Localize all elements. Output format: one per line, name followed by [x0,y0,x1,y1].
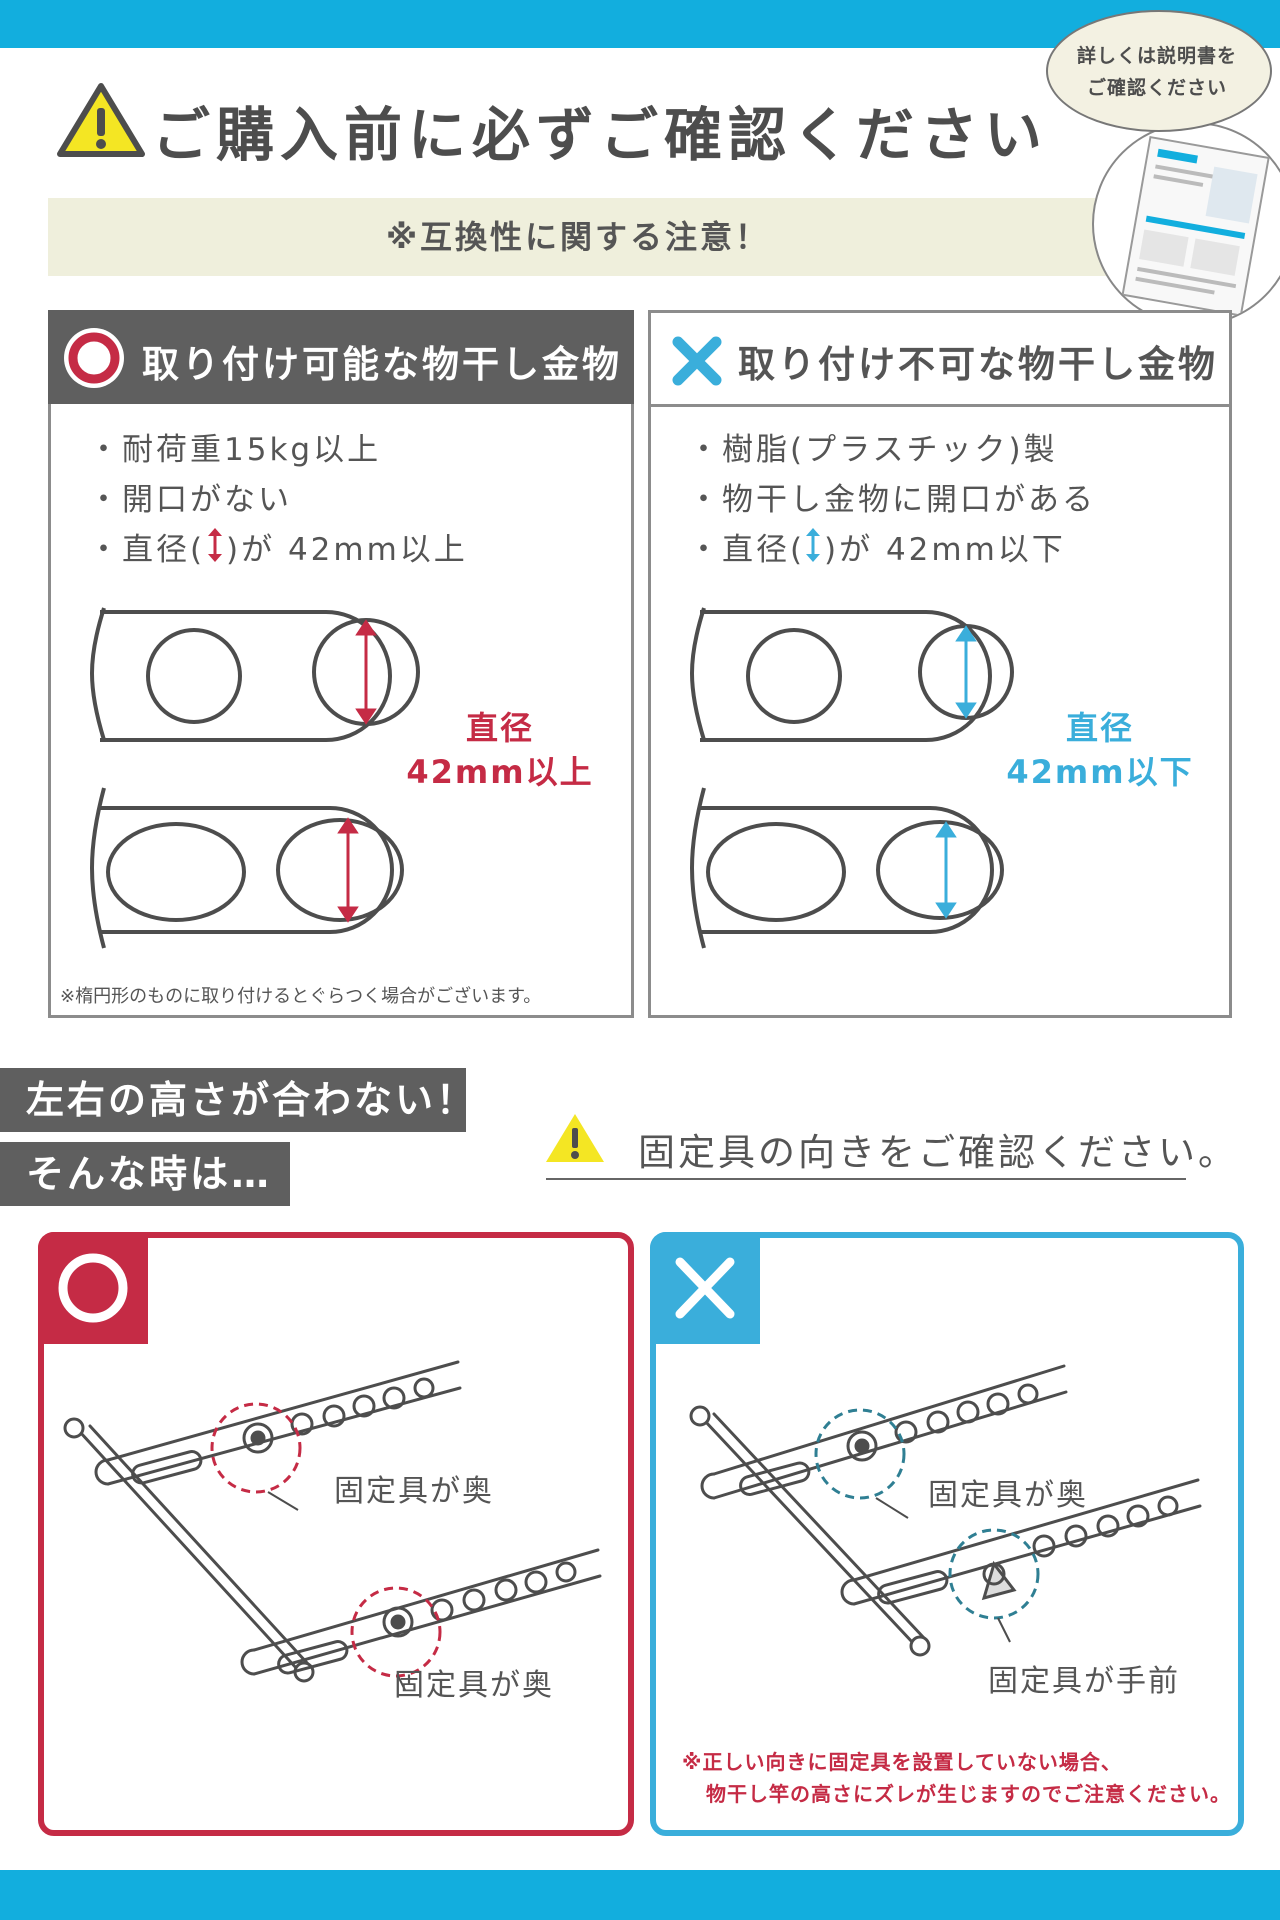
ok-circle-icon [58,1253,128,1323]
ok-pole-illustration [63,1360,602,1690]
orientation-underline [546,1178,1186,1180]
manual-thumbnail [1092,122,1280,326]
ng-bullet-diameter-suffix: )が 42mm以下 [824,532,1066,568]
page-title: ご購入前に必ずご確認ください [152,101,1049,169]
ok-callout-top: 固定具が奥 [334,1474,494,1509]
warning-icon [546,1114,604,1162]
ng-card-title: 取り付け不可な物干し金物 [738,343,1218,386]
such-time-tag: そんな時は… [0,1142,290,1206]
ok-card-title: 取り付け可能な物干し金物 [142,343,622,386]
ng-bullet-resin: ・樹脂(プラスチック)製 [688,432,1058,468]
warning-icon [57,83,145,157]
ng-bullet-diameter-prefix: ・直径( [688,532,806,568]
manual-thumbnail-image [1121,135,1270,317]
ng-card [648,310,1232,1018]
ok-bullet-diameter-prefix: ・直径( [88,532,206,568]
diameter-arrow-blue-icon [806,528,820,562]
compatibility-notice: ※互換性に関する注意！ [385,218,771,256]
ok-card-header [48,310,634,404]
ok-diameter-label: 直径 42mm以上 [400,706,600,794]
ng-hardware-diagram [690,607,1014,949]
ng-card-header-divider [648,404,1232,407]
diameter-arrow-red-icon [208,528,222,562]
bubble-line-2: ご確認ください [1086,77,1227,99]
bubble-line-1: 詳しくは説明書を [1076,45,1237,67]
height-mismatch-tag: 左右の高さが合わない！ [0,1068,474,1132]
ok-footnote: ※楕円形のものに取り付けるとぐらつく場合がございます。 [60,986,542,1007]
speech-bubble [1046,10,1272,132]
ok-bullet-diameter-suffix: )が 42mm以上 [226,532,468,568]
ng-callout-top: 固定具が奥 [928,1478,1088,1513]
ok-bullet-opening: ・開口がない [88,482,292,518]
ok-card [48,310,634,1018]
ng-pole-illustration [689,1364,1202,1657]
ok-badge [38,1232,148,1344]
ng-diameter-label-2: 42mm以下 [1006,753,1194,791]
ng-warning-line-2: 物干し竿の高さにズレが生じますのでご注意ください。 [706,1782,1231,1806]
orientation-check-text: 固定具の向きをご確認ください。 [638,1131,1238,1174]
ng-cross-icon [675,1257,735,1319]
ng-orientation-panel [650,1232,1244,1836]
ok-callout-bottom: 固定具が奥 [394,1668,554,1703]
ok-bullet-load: ・耐荷重15kg以上 [88,432,382,468]
ok-circle-icon [64,328,124,388]
ok-hardware-diagram [90,607,420,949]
ng-callout-bottom: 固定具が手前 [988,1664,1180,1699]
ng-diameter-label: 直径 42mm以下 [1000,706,1200,794]
notice-band [48,198,1108,276]
ng-warning-line-1: ※正しい向きに固定具を設置していない場合、 [682,1750,1122,1774]
bubble-text: 詳しくは説明書を ご確認ください [1050,40,1264,104]
ng-cross-icon [672,336,722,386]
ng-badge [650,1232,760,1344]
bottom-accent-bar [0,1870,1280,1920]
ng-bullet-opening: ・物干し金物に開口がある [688,482,1096,518]
ok-diameter-label-2: 42mm以上 [406,753,594,791]
ok-diameter-label-1: 直径 [465,709,534,747]
ng-diameter-label-1: 直径 [1065,709,1134,747]
